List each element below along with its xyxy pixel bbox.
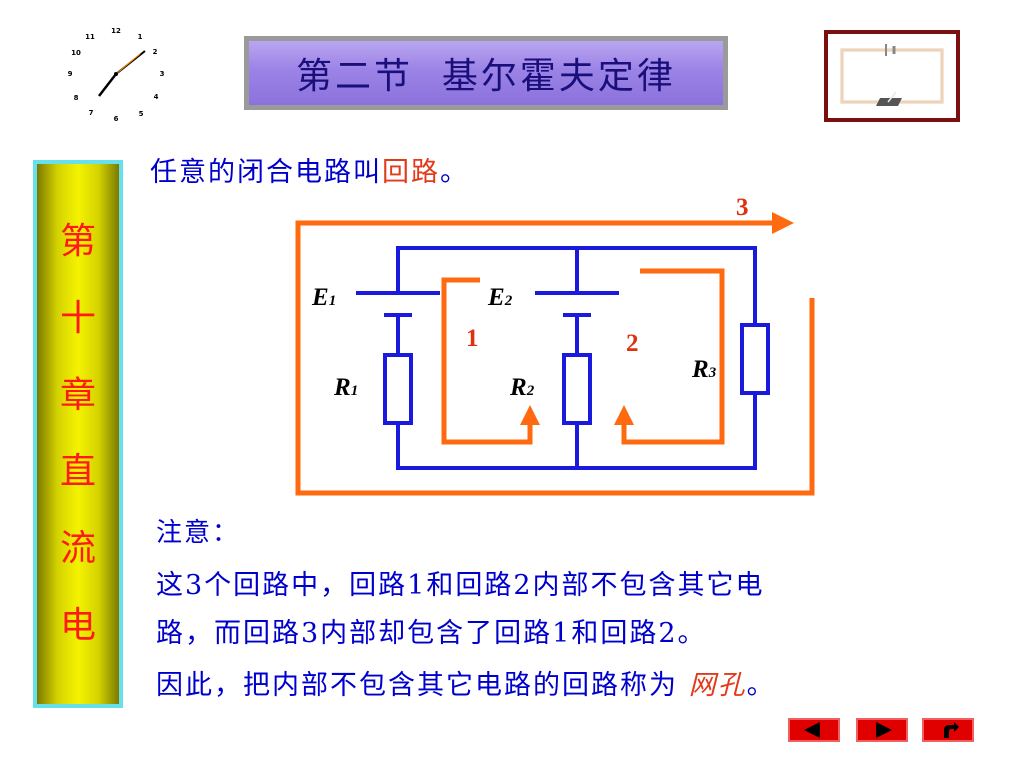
note-line-2: 路，而回路3内部却包含了回路1和回路2。 — [156, 618, 707, 649]
svg-text:5: 5 — [139, 110, 144, 118]
svg-text:2: 2 — [153, 48, 158, 56]
svg-text:9: 9 — [68, 70, 73, 78]
circuit-thumbnail-icon — [824, 30, 960, 122]
loop1-arrow — [520, 405, 540, 425]
svg-text:8: 8 — [74, 94, 79, 102]
loop3-label: 3 — [736, 195, 749, 221]
intro-prefix: 任意的闭合电路叫 — [150, 157, 382, 188]
svg-text:3: 3 — [160, 70, 165, 78]
mesh-term: 网孔 — [688, 670, 747, 701]
next-button[interactable] — [856, 718, 908, 742]
note-line-1: 这3个回路中，回路1和回路2内部不包含其它电 — [156, 570, 765, 601]
svg-text:1: 1 — [138, 33, 143, 41]
chapter-char: 电 — [59, 604, 96, 646]
note-line-3-prefix: 因此，把内部不包含其它电路的回路称为 — [156, 670, 689, 701]
loop3-path — [295, 220, 815, 496]
return-button[interactable] — [922, 718, 974, 742]
loop1-label: 1 — [466, 325, 479, 352]
r1-resistor — [383, 353, 413, 425]
r3-label: R3 — [691, 356, 717, 383]
circuit-diagram: E1 E2 R1 R2 R3 1 2 3 — [290, 194, 830, 500]
e1-label: E1 — [311, 284, 336, 311]
r1-label: R1 — [333, 374, 358, 401]
chapter-char: 第 — [59, 221, 96, 263]
intro-suffix: 。 — [440, 157, 469, 188]
title-box: 第二节 基尔霍夫定律 — [244, 36, 728, 110]
page-title: 第二节 基尔霍夫定律 — [296, 56, 676, 97]
intro-highlight: 回路 — [382, 157, 440, 188]
loop1-path — [441, 277, 533, 445]
chapter-char: 章 — [59, 374, 96, 416]
svg-text:4: 4 — [154, 93, 159, 101]
chapter-banner: 第 十 章 直 流 电 — [33, 160, 123, 708]
chapter-char: 流 — [59, 527, 96, 569]
prev-icon — [804, 722, 820, 738]
loop3-arrow — [772, 212, 794, 234]
chapter-char: 直 — [59, 451, 96, 493]
loop2-path — [621, 268, 725, 445]
chapter-char: 十 — [59, 297, 96, 339]
intro-text: 任意的闭合电路叫回路。 — [150, 150, 469, 189]
loop2-arrow — [614, 405, 634, 425]
r3-resistor — [740, 323, 770, 395]
clock-icon: 12 1 2 3 4 5 6 7 8 9 10 11 — [52, 24, 180, 123]
svg-text:12: 12 — [111, 27, 121, 35]
loop2-label: 2 — [626, 330, 639, 357]
note-heading: 注意： — [156, 518, 241, 548]
svg-text:11: 11 — [85, 33, 95, 41]
note-line-3-suffix: 。 — [746, 670, 776, 701]
next-icon — [876, 722, 892, 738]
r2-resistor — [562, 353, 592, 425]
e2-label: E2 — [487, 284, 513, 311]
svg-text:6: 6 — [114, 115, 119, 122]
svg-text:10: 10 — [71, 49, 81, 57]
note-line-3: 因此，把内部不包含其它电路的回路称为 网孔。 — [156, 663, 776, 702]
r2-label: R2 — [509, 374, 535, 401]
return-icon — [944, 722, 959, 738]
svg-text:7: 7 — [89, 109, 94, 117]
circuit-wires — [396, 246, 757, 470]
prev-button[interactable] — [788, 718, 840, 742]
